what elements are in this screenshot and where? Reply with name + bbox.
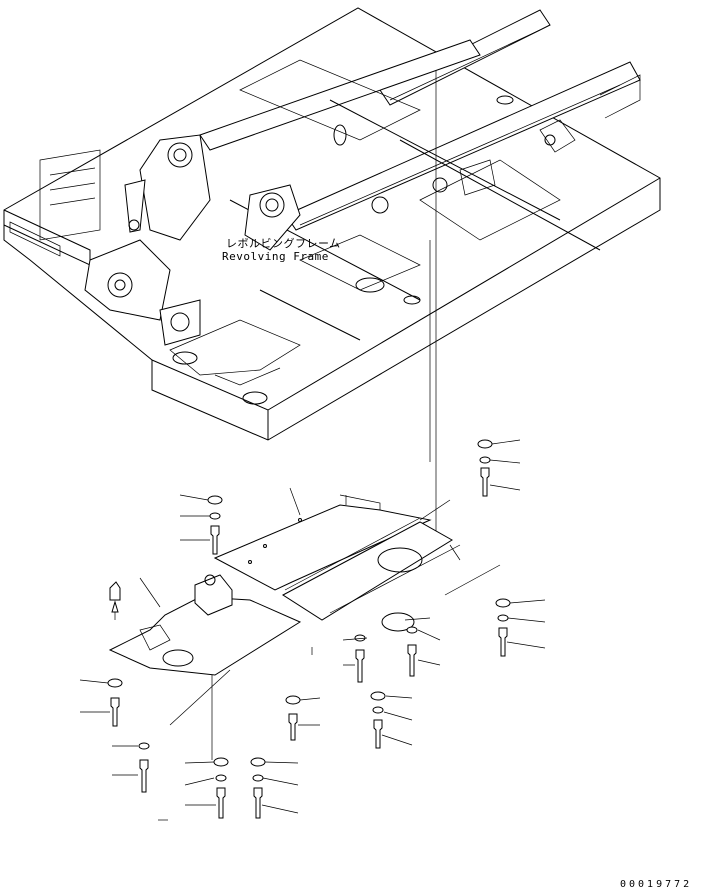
frame-name-english: Revolving Frame [222,250,329,263]
under-covers [108,494,461,676]
drawing-number: 00019772 [620,879,693,890]
fasteners [107,439,511,819]
callout-leaders [79,439,546,821]
frame-name-japanese: レボルビングフレーム [226,237,341,250]
revolving-frame [3,7,661,441]
